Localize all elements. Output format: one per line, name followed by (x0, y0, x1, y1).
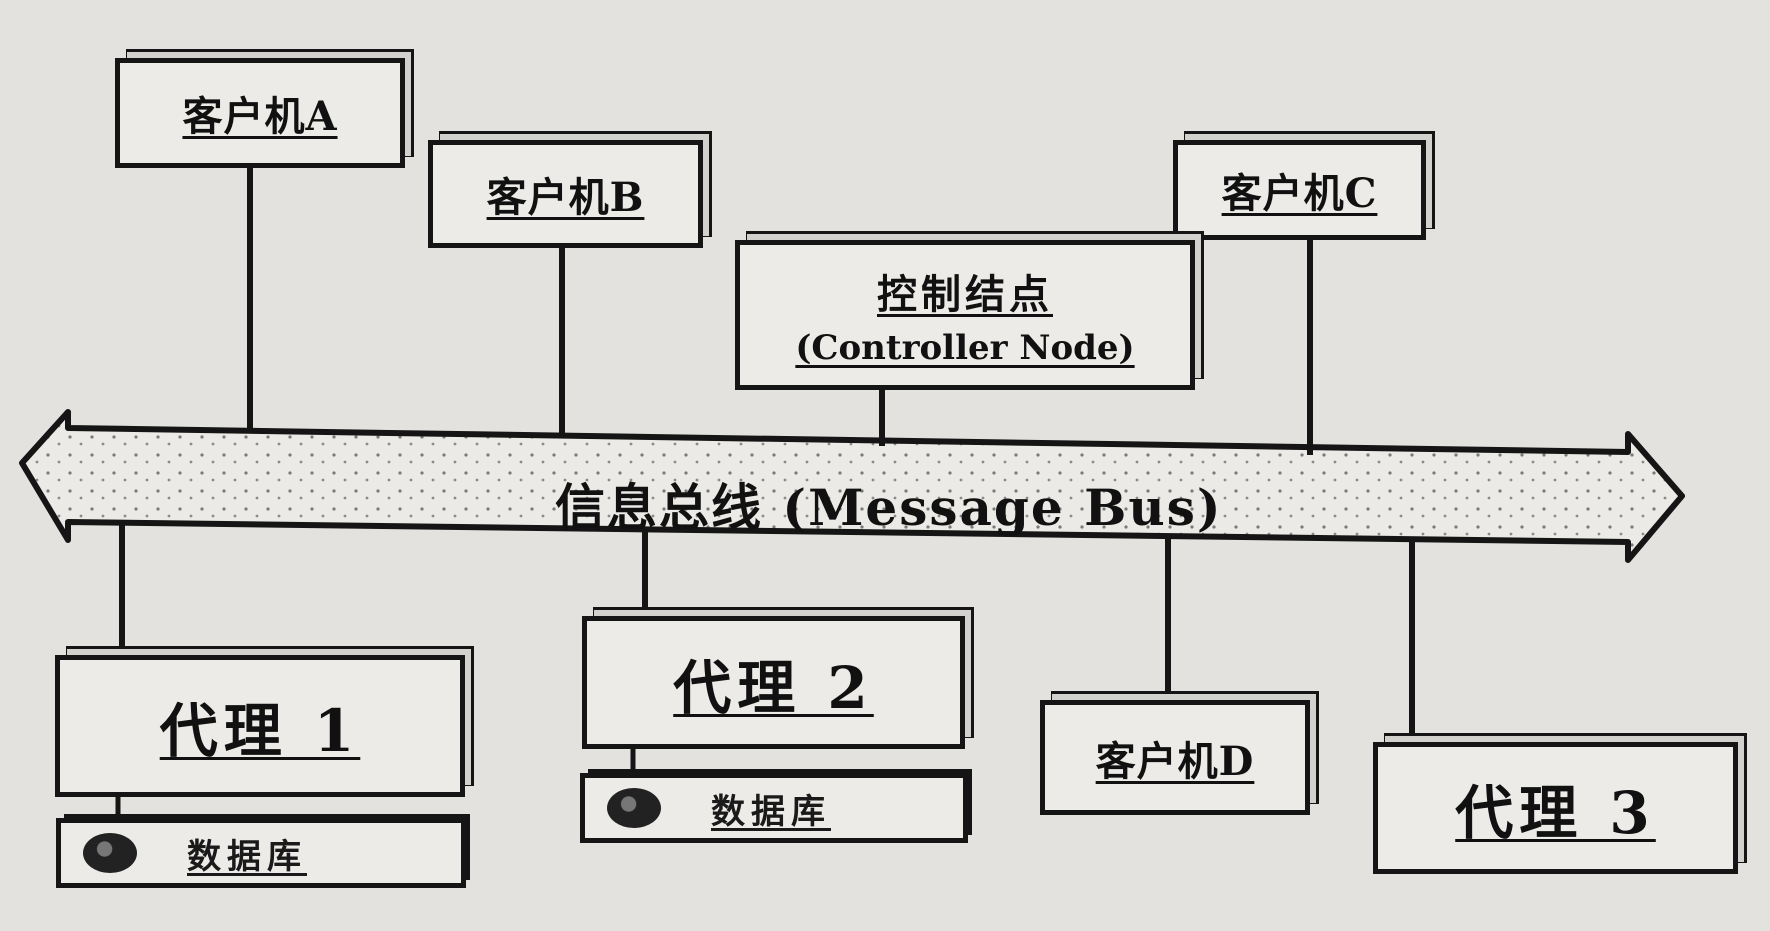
client-c-node: 客户机C (1173, 140, 1426, 240)
agent-1-database: 数据库 (56, 818, 466, 888)
client-b-label: 客户机B (486, 174, 645, 221)
controller-title: 控制结点 (877, 271, 1053, 318)
controller-subtitle: (Controller Node) (795, 328, 1135, 368)
client-d-node: 客户机D (1040, 700, 1310, 815)
client-a-label: 客户机A (182, 93, 338, 140)
client-b-node: 客户机B (428, 140, 703, 248)
agent-1-database-label: 数据库 (187, 836, 307, 877)
agent-2-database-label: 数据库 (711, 791, 831, 832)
agent-2-node: 代理 2 (582, 616, 965, 749)
client-d-label: 客户机D (1095, 737, 1255, 785)
client-c-label: 客户机C (1221, 170, 1378, 217)
agent-1-label: 代理 1 (159, 697, 361, 765)
database-icon (607, 788, 661, 828)
agent-1-node: 代理 1 (55, 655, 465, 797)
message-bus-label: 信息总线 (Message Bus) (555, 478, 1223, 537)
database-icon (83, 833, 137, 873)
agent-2-label: 代理 2 (673, 653, 874, 722)
controller-node: 控制结点 (Controller Node) (735, 240, 1195, 390)
message-bus-arrow (19, 409, 1685, 563)
agent-3-node: 代理 3 (1373, 742, 1738, 874)
agent-2-database: 数据库 (580, 773, 968, 843)
agent-3-label: 代理 3 (1455, 779, 1656, 847)
client-a-node: 客户机A (115, 58, 405, 168)
